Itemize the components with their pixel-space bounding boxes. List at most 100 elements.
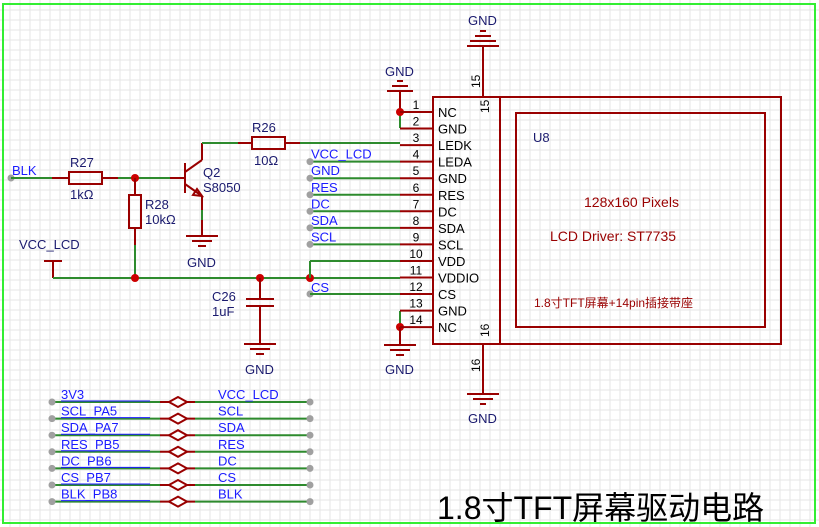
- pin-number: 11: [410, 264, 423, 278]
- net-endpoint[interactable]: [48, 431, 56, 439]
- resistor-r26[interactable]: R26 10Ω: [238, 120, 300, 168]
- net-tie-icon: [166, 429, 190, 442]
- gnd-symbol-q2: GND: [186, 220, 218, 270]
- vcc-lcd-label: VCC_LCD: [19, 237, 80, 252]
- net-endpoint[interactable]: [306, 224, 314, 232]
- net-endpoint[interactable]: [306, 158, 314, 166]
- pin-name: VDDIO: [438, 271, 479, 286]
- net-tie-icon: [166, 445, 190, 458]
- sheet-title: 1.8寸TFT屏幕驱动电路: [437, 490, 764, 526]
- net-map-right: BLK: [218, 487, 243, 502]
- r27-ref: R27: [70, 155, 94, 170]
- resistor-r27[interactable]: R27 1kΩ: [52, 155, 118, 202]
- lcd-module-u8[interactable]: U8 128x160 Pixels LCD Driver: ST7735 1.8…: [499, 96, 782, 345]
- net-endpoint[interactable]: [306, 240, 314, 248]
- gnd-symbol-c26: GND: [244, 343, 276, 377]
- net-label: SCL: [311, 229, 336, 244]
- net-label: GND: [311, 163, 340, 178]
- net-stub[interactable]: GND: [306, 163, 401, 182]
- net-tie-icon: [166, 395, 190, 409]
- pin-number: 13: [409, 297, 423, 311]
- net-stub[interactable]: VCC_LCD: [306, 147, 401, 166]
- net-map-right: DC: [218, 453, 237, 468]
- pin-name: GND: [438, 171, 467, 186]
- net-label: DC: [311, 196, 330, 211]
- u8-resolution: 128x160 Pixels: [584, 194, 679, 210]
- net-map-right: VCC_LCD: [218, 387, 279, 402]
- net-endpoint[interactable]: [48, 464, 56, 472]
- net-label: VCC_LCD: [311, 147, 372, 162]
- resistor-r28[interactable]: R28 10kΩ: [128, 178, 176, 245]
- r26-ref: R26: [252, 120, 276, 135]
- pin-name: SDA: [438, 221, 465, 236]
- gnd-symbol-pin1: GND: [385, 64, 414, 112]
- net-endpoint[interactable]: [48, 498, 56, 506]
- capacitor-c26[interactable]: C26 1uF: [212, 278, 274, 344]
- pin-number: 8: [413, 214, 420, 228]
- net-cs[interactable]: CS: [306, 280, 401, 298]
- pin-name: GND: [438, 304, 467, 319]
- net-endpoint[interactable]: [48, 415, 56, 423]
- junction: [131, 274, 139, 282]
- net-map-right: CS: [218, 470, 236, 485]
- net-endpoint[interactable]: [306, 207, 314, 215]
- c26-value: 1uF: [212, 304, 234, 319]
- r27-value: 1kΩ: [70, 187, 94, 202]
- net-endpoint[interactable]: [306, 398, 314, 406]
- pin-number: 14: [409, 313, 423, 327]
- transistor-q2[interactable]: Q2 S8050: [170, 143, 241, 220]
- net-endpoint[interactable]: [48, 448, 56, 456]
- pin16-inner: 16: [478, 323, 492, 337]
- net-map-right: SDA: [218, 420, 245, 435]
- pin-number: 4: [413, 148, 420, 162]
- net-stub[interactable]: SDA: [306, 213, 401, 232]
- net-endpoint[interactable]: [48, 481, 56, 489]
- pin-name: SCL: [438, 237, 463, 252]
- net-stub[interactable]: RES: [306, 180, 401, 199]
- net-stub[interactable]: DC: [306, 196, 401, 215]
- blk-input[interactable]: BLK: [7, 163, 53, 182]
- pin-number: 5: [413, 164, 420, 178]
- pin-number: 6: [413, 181, 420, 195]
- net-endpoint[interactable]: [306, 415, 314, 423]
- net-endpoint[interactable]: [306, 174, 314, 182]
- q2-value: S8050: [203, 180, 241, 195]
- pin-name: VDD: [438, 254, 465, 269]
- net-endpoint[interactable]: [306, 464, 314, 472]
- net-endpoint[interactable]: [306, 498, 314, 506]
- net-stub[interactable]: SCL: [306, 229, 401, 248]
- pin-name: NC: [438, 105, 457, 120]
- gnd-label: GND: [187, 255, 216, 270]
- pin-name: NC: [438, 320, 457, 335]
- net-tie-icon: [166, 495, 190, 508]
- net-label-cs: CS: [311, 280, 329, 295]
- net-endpoint[interactable]: [306, 431, 314, 439]
- net-endpoint[interactable]: [306, 481, 314, 489]
- gnd-symbol-pin14: GND: [384, 327, 416, 377]
- net-map-row[interactable]: SDA_PA7 SDA: [48, 420, 314, 442]
- u8-ref: U8: [533, 130, 550, 145]
- net-endpoint[interactable]: [306, 448, 314, 456]
- pin-number: 9: [413, 230, 420, 244]
- pin-name: CS: [438, 287, 456, 302]
- net-tie-icon: [166, 462, 190, 475]
- pin-number: 10: [409, 247, 423, 261]
- vcc-lcd-port: VCC_LCD: [19, 237, 80, 278]
- gnd-symbol-top: GND: [467, 13, 499, 47]
- pin15-inner: 15: [478, 99, 492, 113]
- net-map-left: SDA_PA7: [61, 420, 119, 435]
- pin-name: RES: [438, 188, 465, 203]
- net-map-left: SCL_PA5: [61, 404, 117, 419]
- net-endpoint[interactable]: [306, 191, 314, 199]
- net-endpoint[interactable]: [48, 398, 56, 406]
- pin-number: 2: [413, 115, 420, 129]
